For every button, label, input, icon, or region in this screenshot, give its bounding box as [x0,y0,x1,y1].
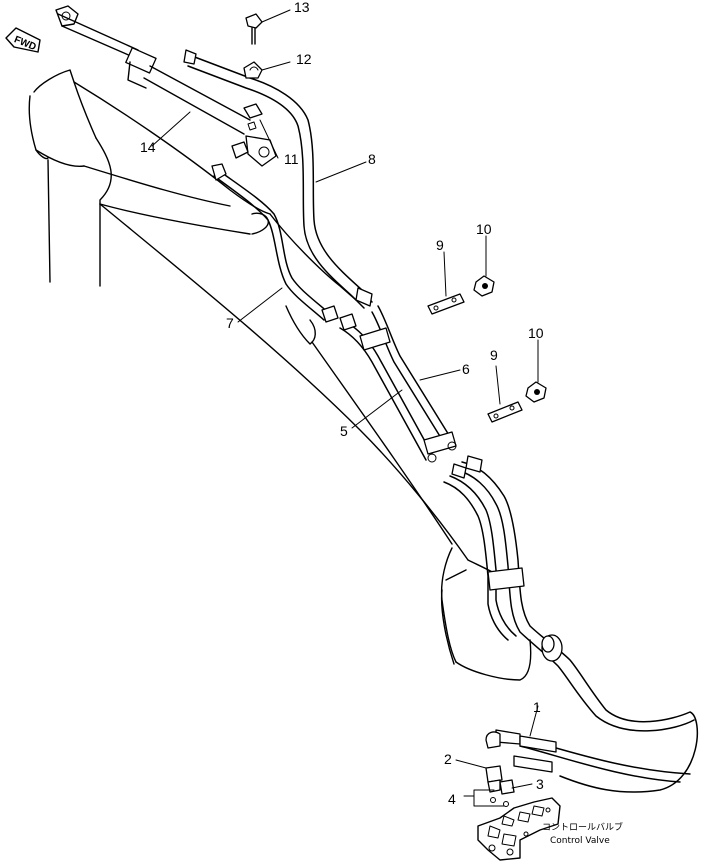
fwd-direction-arrow: FWD [5,27,41,53]
hydraulic-cylinder-14 [57,13,277,167]
callout-5: 5 [340,423,348,439]
clamp-12 [243,61,263,79]
control-valve-label-jp: コントロールバルブ [542,821,623,833]
o-rings-4 [490,797,509,807]
plate-9-lower [487,401,523,423]
callout-14: 14 [140,139,156,155]
callout-3: 3 [536,776,544,792]
hoses-arm-lower [443,455,699,793]
callout-1: 1 [533,699,541,715]
bolt-10-upper [473,275,495,297]
control-valve-body [477,797,561,861]
fitting-2 [485,765,503,793]
boom-structure [28,5,532,681]
plate-11 [243,103,263,131]
callout-10-upper: 10 [476,221,492,237]
control-valve-label-en: Control Valve [550,836,610,846]
callout-6: 6 [462,361,470,377]
callout-10-lower: 10 [528,325,544,341]
callout-9-lower: 9 [490,347,498,363]
callout-11: 11 [284,151,299,167]
pipes-5-6 [339,305,457,463]
fitting-1 [485,729,557,773]
pipe-8 [183,49,373,309]
bolt-10-lower [525,381,547,403]
callout-8: 8 [368,151,376,167]
callout-4: 4 [448,791,456,807]
callout-7: 7 [226,315,234,331]
callout-9-upper: 9 [436,237,444,253]
leader-lines [151,9,539,807]
bolt-13 [245,13,263,45]
plate-9-upper [427,293,465,315]
callout-13: 13 [294,0,310,15]
callout-2: 2 [444,751,452,767]
callout-12: 12 [296,51,312,67]
fitting-3 [499,779,515,795]
hose-7 [211,163,373,323]
